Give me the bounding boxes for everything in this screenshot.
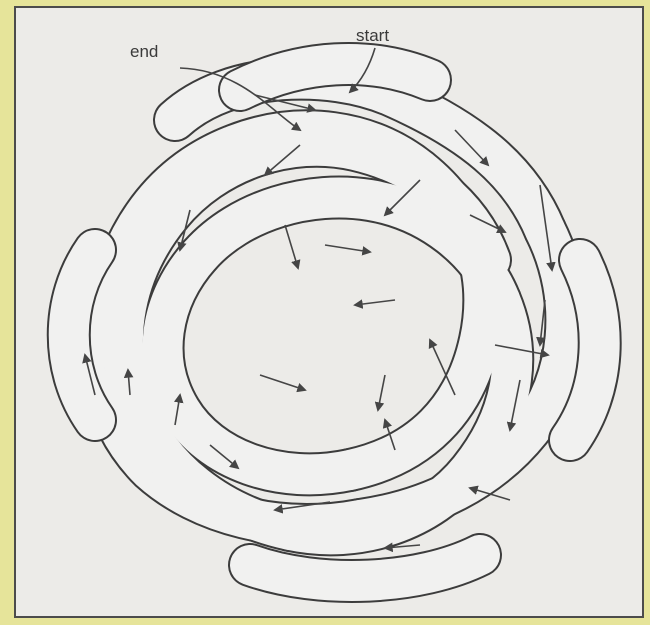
start-label: start: [356, 26, 389, 46]
rope-strands: [69, 64, 600, 581]
end-label: end: [130, 42, 158, 62]
